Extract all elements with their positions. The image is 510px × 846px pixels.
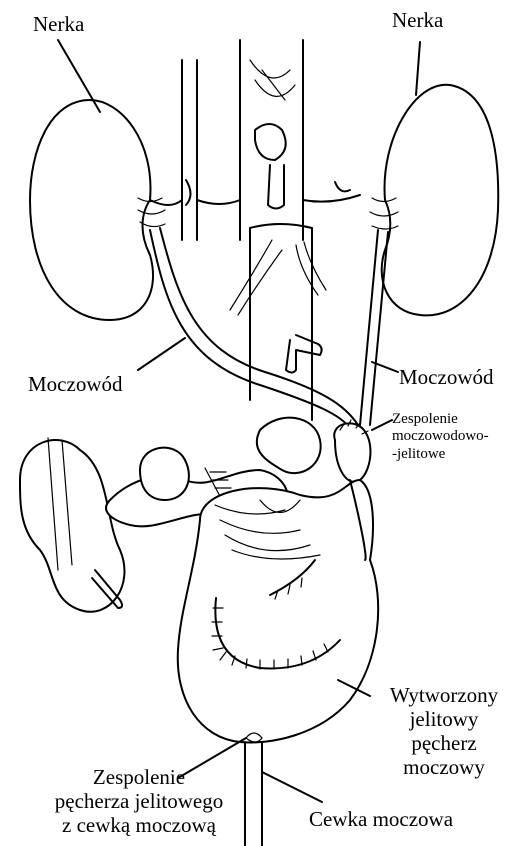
label-kidney-right: Nerka: [392, 8, 443, 32]
label-ureteroenteric-line3: -jelitowe: [392, 446, 489, 463]
urethra: [245, 733, 262, 846]
ureter-anastomosis: [334, 420, 370, 482]
label-ureter-left: Moczowód: [28, 372, 122, 396]
label-neobladder-urethra-anastomosis: Zespolenie pęcherza jelitowego z cewką m…: [34, 765, 244, 837]
label-vesicourethral-line2: pęcherza jelitowego: [34, 789, 244, 813]
label-vesicourethral-line3: z cewką moczową: [34, 813, 244, 837]
label-neobladder-line3: pęcherz: [378, 731, 510, 755]
left-kidney: [30, 100, 165, 320]
label-urethra: Cewka moczowa: [309, 807, 453, 831]
label-neobladder: Wytworzony jelitowy pęcherz moczowy: [378, 683, 510, 780]
label-kidney-left: Nerka: [33, 12, 84, 36]
neobladder: [178, 480, 378, 743]
label-vesicourethral-line1: Zespolenie: [34, 765, 244, 789]
label-neobladder-line4: moczowy: [378, 755, 510, 779]
right-kidney: [370, 85, 498, 316]
label-neobladder-line2: jelitowy: [378, 707, 510, 731]
label-ureteroenteric-anastomosis: Zespolenie moczowodowo- -jelitowe: [392, 411, 489, 463]
label-ureteroenteric-line1: Zespolenie: [392, 411, 489, 428]
label-ureteroenteric-line2: moczowodowo-: [392, 428, 489, 445]
label-ureter-right: Moczowód: [399, 365, 493, 389]
ureters: [150, 228, 388, 428]
label-neobladder-line1: Wytworzony: [378, 683, 510, 707]
great-vessels: [150, 40, 360, 240]
